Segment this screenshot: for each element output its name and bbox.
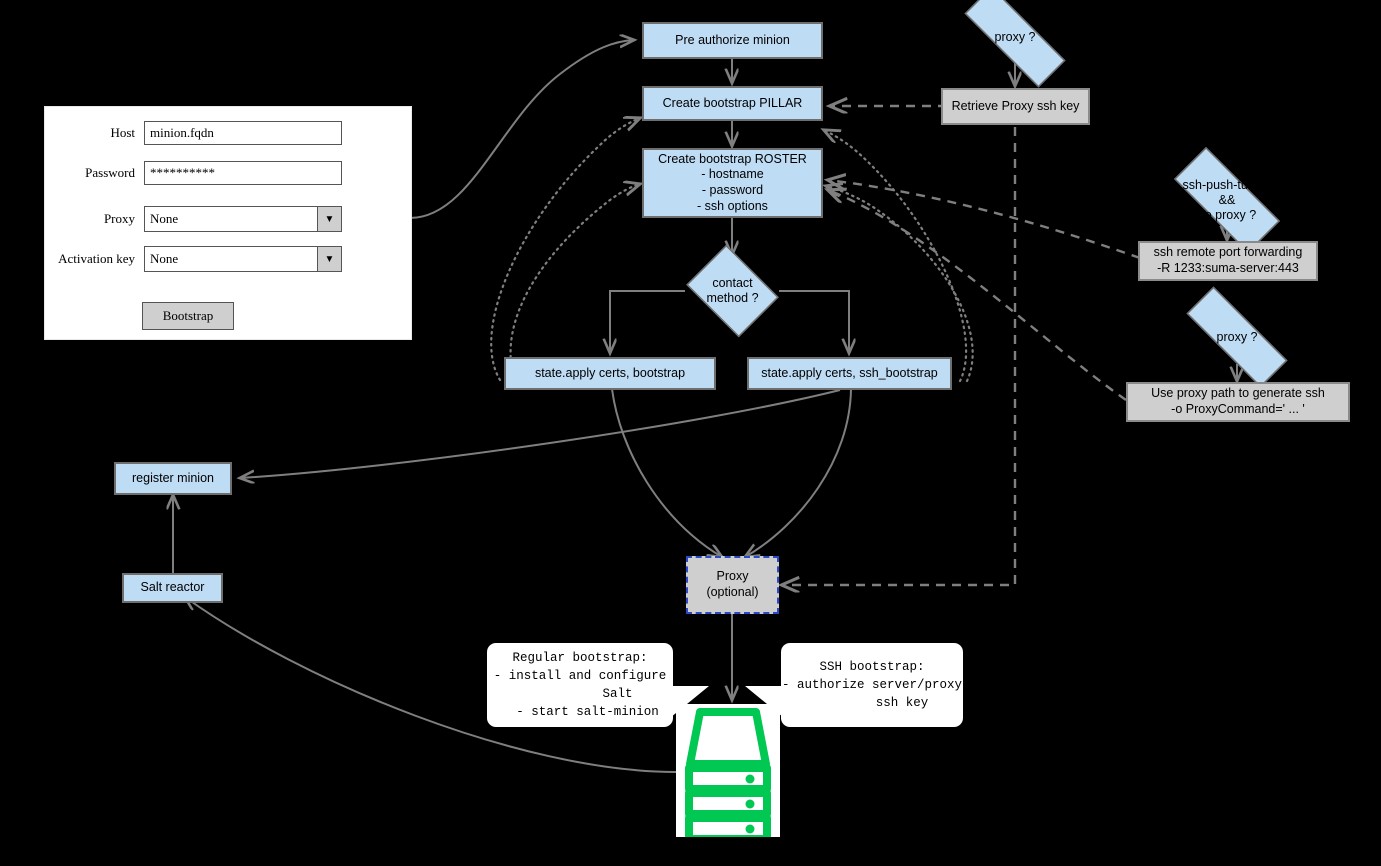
chevron-down-icon[interactable]: ▼ (317, 247, 341, 271)
callout-ssh-bootstrap: SSH bootstrap: - authorize server/proxy … (781, 643, 963, 727)
node-use-proxy-path[interactable]: Use proxy path to generate ssh -o ProxyC… (1126, 382, 1350, 422)
node-ssh-push-tunnel-decision[interactable]: ssh-push-tunnel && no proxy ? (1153, 147, 1301, 253)
bootstrap-button[interactable]: Bootstrap (142, 302, 234, 330)
node-contact-method-decision[interactable]: contact method ? (680, 244, 785, 338)
node-ssh-remote-port-forwarding[interactable]: ssh remote port forwarding -R 1233:suma-… (1138, 241, 1318, 281)
node-state-apply-bootstrap[interactable]: state.apply certs, bootstrap (504, 357, 716, 390)
proxy-label: Proxy (103, 211, 135, 226)
server-stack-icon (676, 704, 780, 843)
password-input[interactable]: ********** (144, 161, 342, 185)
node-pre-authorize-minion[interactable]: Pre authorize minion (642, 22, 823, 59)
form-row-proxy: Proxy None ▼ (45, 206, 342, 232)
node-proxy-decision-2[interactable]: proxy ? (1163, 286, 1311, 388)
activation-key-select-value: None (150, 251, 179, 266)
proxy-select-value: None (150, 211, 179, 226)
activation-key-label: Activation key (58, 251, 135, 266)
bootstrap-form-panel: Host minion.fqdn Password ********** Pro… (44, 106, 412, 340)
node-create-bootstrap-pillar[interactable]: Create bootstrap PILLAR (642, 86, 823, 121)
password-label: Password (85, 165, 135, 180)
host-label: Host (110, 125, 135, 140)
form-row-activation-key: Activation key None ▼ (45, 246, 342, 272)
chevron-down-icon[interactable]: ▼ (317, 207, 341, 231)
node-retrieve-proxy-ssh-key[interactable]: Retrieve Proxy ssh key (941, 88, 1090, 125)
node-proxy-optional[interactable]: Proxy (optional) (686, 556, 779, 614)
node-register-minion[interactable]: register minion (114, 462, 232, 495)
activation-key-select[interactable]: None ▼ (144, 246, 342, 272)
node-state-apply-ssh-bootstrap[interactable]: state.apply certs, ssh_bootstrap (747, 357, 952, 390)
callout-regular-bootstrap: Regular bootstrap: - install and configu… (487, 643, 673, 727)
node-salt-reactor[interactable]: Salt reactor (122, 573, 223, 603)
form-row-host: Host minion.fqdn (45, 121, 342, 145)
form-row-password: Password ********** (45, 161, 342, 185)
node-create-bootstrap-roster[interactable]: Create bootstrap ROSTER - hostname - pas… (642, 148, 823, 218)
proxy-select[interactable]: None ▼ (144, 206, 342, 232)
host-input[interactable]: minion.fqdn (144, 121, 342, 145)
node-proxy-decision-1[interactable]: proxy ? (941, 0, 1089, 88)
